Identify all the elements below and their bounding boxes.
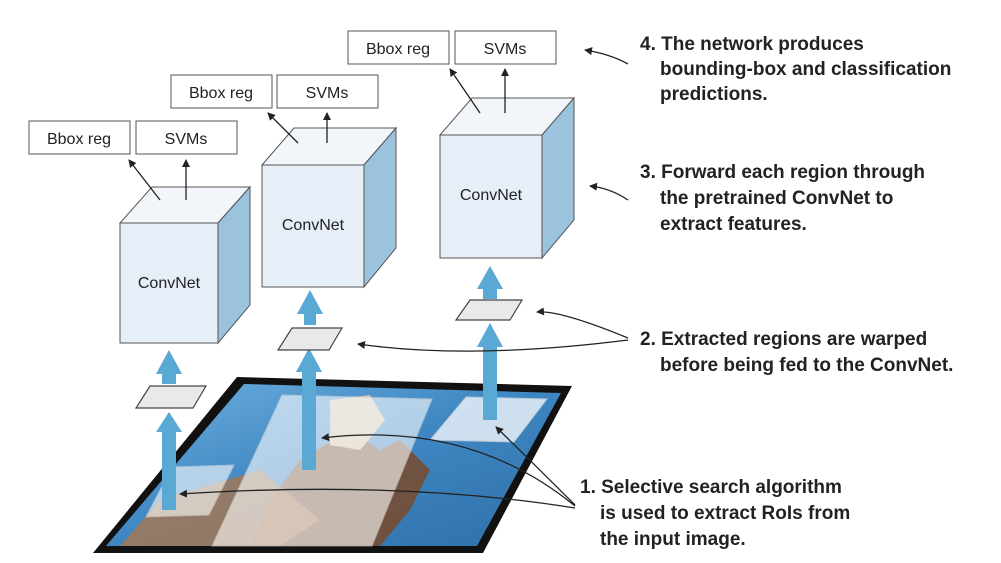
bbox-reg-label: Bbox reg (47, 131, 111, 148)
warped-region-left (134, 385, 208, 409)
convnet-cube-left: ConvNet (118, 185, 252, 345)
annotation-line: 4. The network produces (640, 34, 864, 55)
convnet-label: ConvNet (460, 187, 523, 204)
warped-region-right (454, 299, 524, 321)
svms-label: SVMs (165, 131, 208, 148)
bbox-reg-label: Bbox reg (189, 85, 253, 102)
svms-label: SVMs (306, 85, 349, 102)
annotation-1: 1. Selective search algorithm is used to… (580, 477, 850, 550)
annotation-line: the pretrained ConvNet to (660, 188, 893, 209)
annotation-line: extract features. (660, 214, 807, 235)
blue-arrows (156, 266, 503, 510)
annotation-line: 1. Selective search algorithm (580, 477, 842, 498)
convnet-cube-right: ConvNet (438, 96, 576, 260)
annotation-line: predictions. (660, 84, 768, 105)
bbox-reg-box-right (347, 30, 450, 65)
annotation-line: 2. Extracted regions are warped (640, 329, 927, 350)
convnet-label: ConvNet (138, 275, 201, 292)
annotation-2: 2. Extracted regions are warped before b… (640, 329, 953, 376)
convnet-cube-middle: ConvNet (260, 126, 398, 289)
output-boxes (28, 30, 557, 155)
convnet-label: ConvNet (282, 217, 345, 234)
warped-regions (134, 299, 524, 409)
annotation-line: 3. Forward each region through (640, 162, 925, 183)
output-arrows (128, 68, 509, 201)
svms-box-middle (276, 74, 379, 109)
bbox-reg-label: Bbox reg (366, 41, 430, 58)
bbox-reg-box-middle (170, 74, 273, 109)
warped-region-middle (276, 327, 344, 351)
bbox-reg-box-left (28, 120, 131, 155)
annotation-line: the input image. (600, 529, 746, 550)
roi-region-middle (211, 394, 433, 547)
annotation-line: before being fed to the ConvNet. (660, 355, 953, 376)
callout-pointers (179, 47, 629, 509)
annotation-3: 3. Forward each region through the pretr… (640, 162, 925, 235)
svms-label: SVMs (484, 41, 527, 58)
svms-box-right (454, 30, 557, 65)
annotation-4: 4. The network produces bounding-box and… (640, 34, 951, 105)
roi-regions (145, 394, 548, 547)
svms-box-left (135, 120, 238, 155)
annotation-line: is used to extract RoIs from (600, 503, 850, 524)
annotation-line: bounding-box and classification (660, 59, 951, 80)
